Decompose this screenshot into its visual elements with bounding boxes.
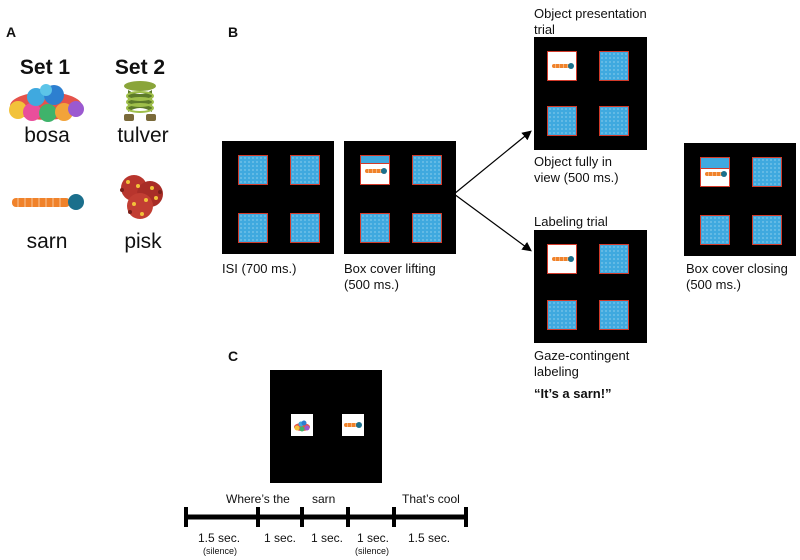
box-bottom-right	[599, 106, 629, 136]
bosa-test-image	[291, 414, 313, 436]
labeling-trial-title: Labeling trial	[534, 214, 608, 229]
sarn-mini-icon	[344, 422, 362, 428]
box-top-left-open	[547, 51, 577, 81]
panel-b-label: B	[228, 24, 239, 40]
box-lid	[700, 157, 730, 169]
silence-note-2: (silence)	[355, 546, 390, 556]
box-bottom-left	[360, 213, 390, 243]
box-top-left-open	[547, 244, 577, 274]
pisk-object-image	[116, 172, 170, 222]
closing-caption-line-1: Box cover closing	[686, 261, 788, 276]
box-top-right	[412, 155, 442, 185]
closing-caption-line-2: (500 ms.)	[686, 277, 741, 292]
closing-screen	[684, 143, 796, 256]
lifting-caption-line-2: (500 ms.)	[344, 277, 399, 292]
bosa-object-image	[6, 84, 86, 122]
box-bottom-right	[290, 213, 320, 243]
object-trial-caption-line-2: view (500 ms.)	[534, 170, 619, 185]
object-trial-caption-line-1: Object fully in	[534, 154, 613, 169]
arrow-to-labeling-trial	[453, 193, 532, 252]
test-screen	[270, 370, 382, 483]
branch-arrows	[453, 130, 532, 252]
box-top-left	[238, 155, 268, 185]
isi-screen	[222, 141, 334, 254]
duration-3: 1 sec.	[311, 531, 344, 545]
box-top-left-closing	[700, 157, 730, 187]
box-top-right	[599, 51, 629, 81]
tulver-object-image	[118, 80, 162, 124]
object-trial-screen	[534, 37, 647, 150]
labeling-quote: “It’s a sarn!”	[534, 386, 612, 401]
box-bottom-left	[238, 213, 268, 243]
bosa-label: bosa	[24, 124, 70, 147]
silence-note-1: (silence)	[203, 546, 238, 556]
lifting-caption: Box cover lifting (500 ms.)	[344, 261, 436, 293]
duration-4: 1 sec.	[357, 531, 390, 545]
labeling-caption-line-1: Gaze-contingent	[534, 348, 630, 363]
labeling-caption-line-2: labeling	[534, 364, 579, 379]
box-lid	[360, 155, 390, 164]
box-top-right	[290, 155, 320, 185]
box-bottom-left	[547, 300, 577, 330]
closing-caption: Box cover closing (500 ms.)	[686, 261, 788, 293]
box-top-right	[599, 244, 629, 274]
pisk-label: pisk	[124, 230, 162, 253]
box-bottom-right	[752, 215, 782, 245]
box-top-right	[752, 157, 782, 187]
set-1-title: Set 1	[19, 56, 71, 79]
object-trial-caption: Object fully in view (500 ms.)	[534, 154, 619, 186]
panel-c-label: C	[228, 348, 239, 364]
lifting-screen	[344, 141, 456, 254]
sarn-mini-icon	[365, 168, 387, 174]
sarn-mini-icon	[552, 63, 574, 69]
timeline	[184, 507, 468, 527]
sarn-mini-icon	[705, 171, 727, 177]
box-top-left-lifting	[360, 155, 390, 185]
object-trial-title-line-1: Object presentation	[534, 6, 647, 21]
tulver-label: tulver	[117, 124, 169, 147]
sarn-object-image	[10, 192, 90, 212]
isi-caption: ISI (700 ms.)	[222, 261, 297, 276]
duration-2: 1 sec.	[264, 531, 297, 545]
duration-5: 1.5 sec.	[408, 531, 451, 545]
object-trial-title-line-2: trial	[534, 22, 555, 37]
speech-wheres-the: Where’s the	[226, 492, 290, 506]
labeling-trial-screen	[534, 230, 647, 343]
duration-1: 1.5 sec.	[198, 531, 241, 545]
lifting-caption-line-1: Box cover lifting	[344, 261, 436, 276]
box-bottom-right	[599, 300, 629, 330]
speech-thats-cool: That’s cool	[402, 492, 460, 506]
box-bottom-right	[412, 213, 442, 243]
sarn-label: sarn	[26, 230, 68, 253]
panel-a-label: A	[6, 24, 17, 40]
box-bottom-left	[700, 215, 730, 245]
labeling-caption: Gaze-contingent labeling	[534, 348, 629, 380]
arrow-to-object-trial	[453, 130, 532, 195]
object-trial-title: Object presentation trial	[534, 6, 647, 38]
set-2-title: Set 2	[114, 56, 166, 79]
sarn-mini-icon	[552, 256, 574, 262]
box-bottom-left	[547, 106, 577, 136]
speech-sarn: sarn	[312, 492, 336, 506]
sarn-test-image	[342, 414, 364, 436]
